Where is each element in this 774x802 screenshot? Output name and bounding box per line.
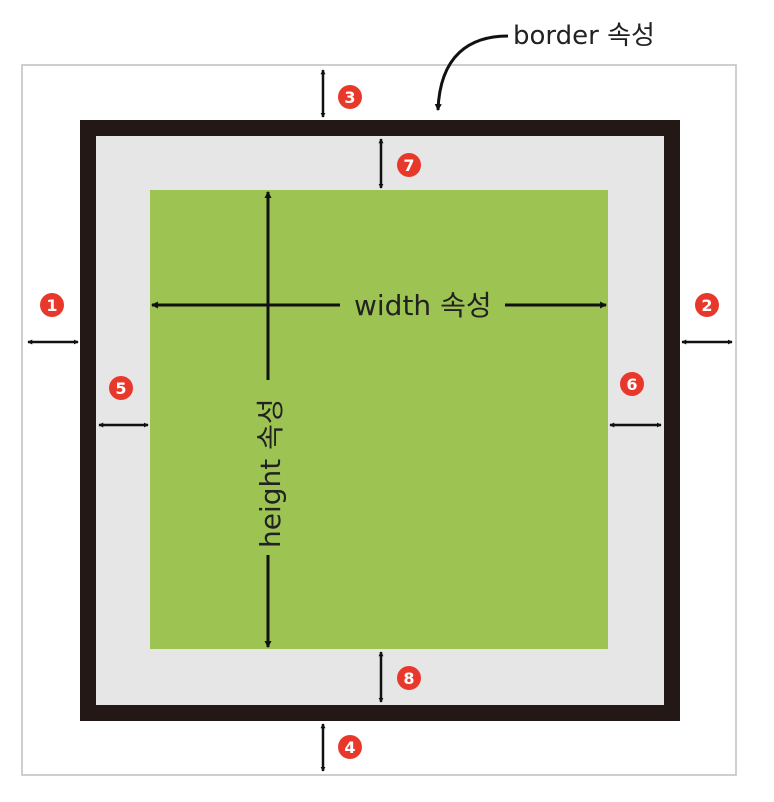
svg-text:2: 2 — [701, 296, 712, 315]
badge-5: 5 — [109, 376, 133, 400]
badge-7: 7 — [397, 153, 421, 177]
width-label: width 속성 — [354, 289, 492, 322]
height-label: height 속성 — [254, 398, 287, 548]
border-pointer-arrow — [434, 34, 509, 112]
svg-text:6: 6 — [626, 375, 637, 394]
badge-6: 6 — [620, 372, 644, 396]
border-label: border 속성 — [513, 21, 655, 51]
badge-2: 2 — [695, 293, 719, 317]
content-area — [150, 190, 608, 649]
svg-text:5: 5 — [115, 379, 126, 398]
svg-text:7: 7 — [403, 156, 414, 175]
svg-text:1: 1 — [46, 296, 57, 315]
svg-text:3: 3 — [344, 88, 355, 107]
badge-3: 3 — [338, 85, 362, 109]
badge-8: 8 — [397, 666, 421, 690]
badge-1: 1 — [40, 293, 64, 317]
svg-text:4: 4 — [344, 738, 355, 757]
svg-text:8: 8 — [403, 669, 414, 688]
badge-4: 4 — [338, 735, 362, 759]
